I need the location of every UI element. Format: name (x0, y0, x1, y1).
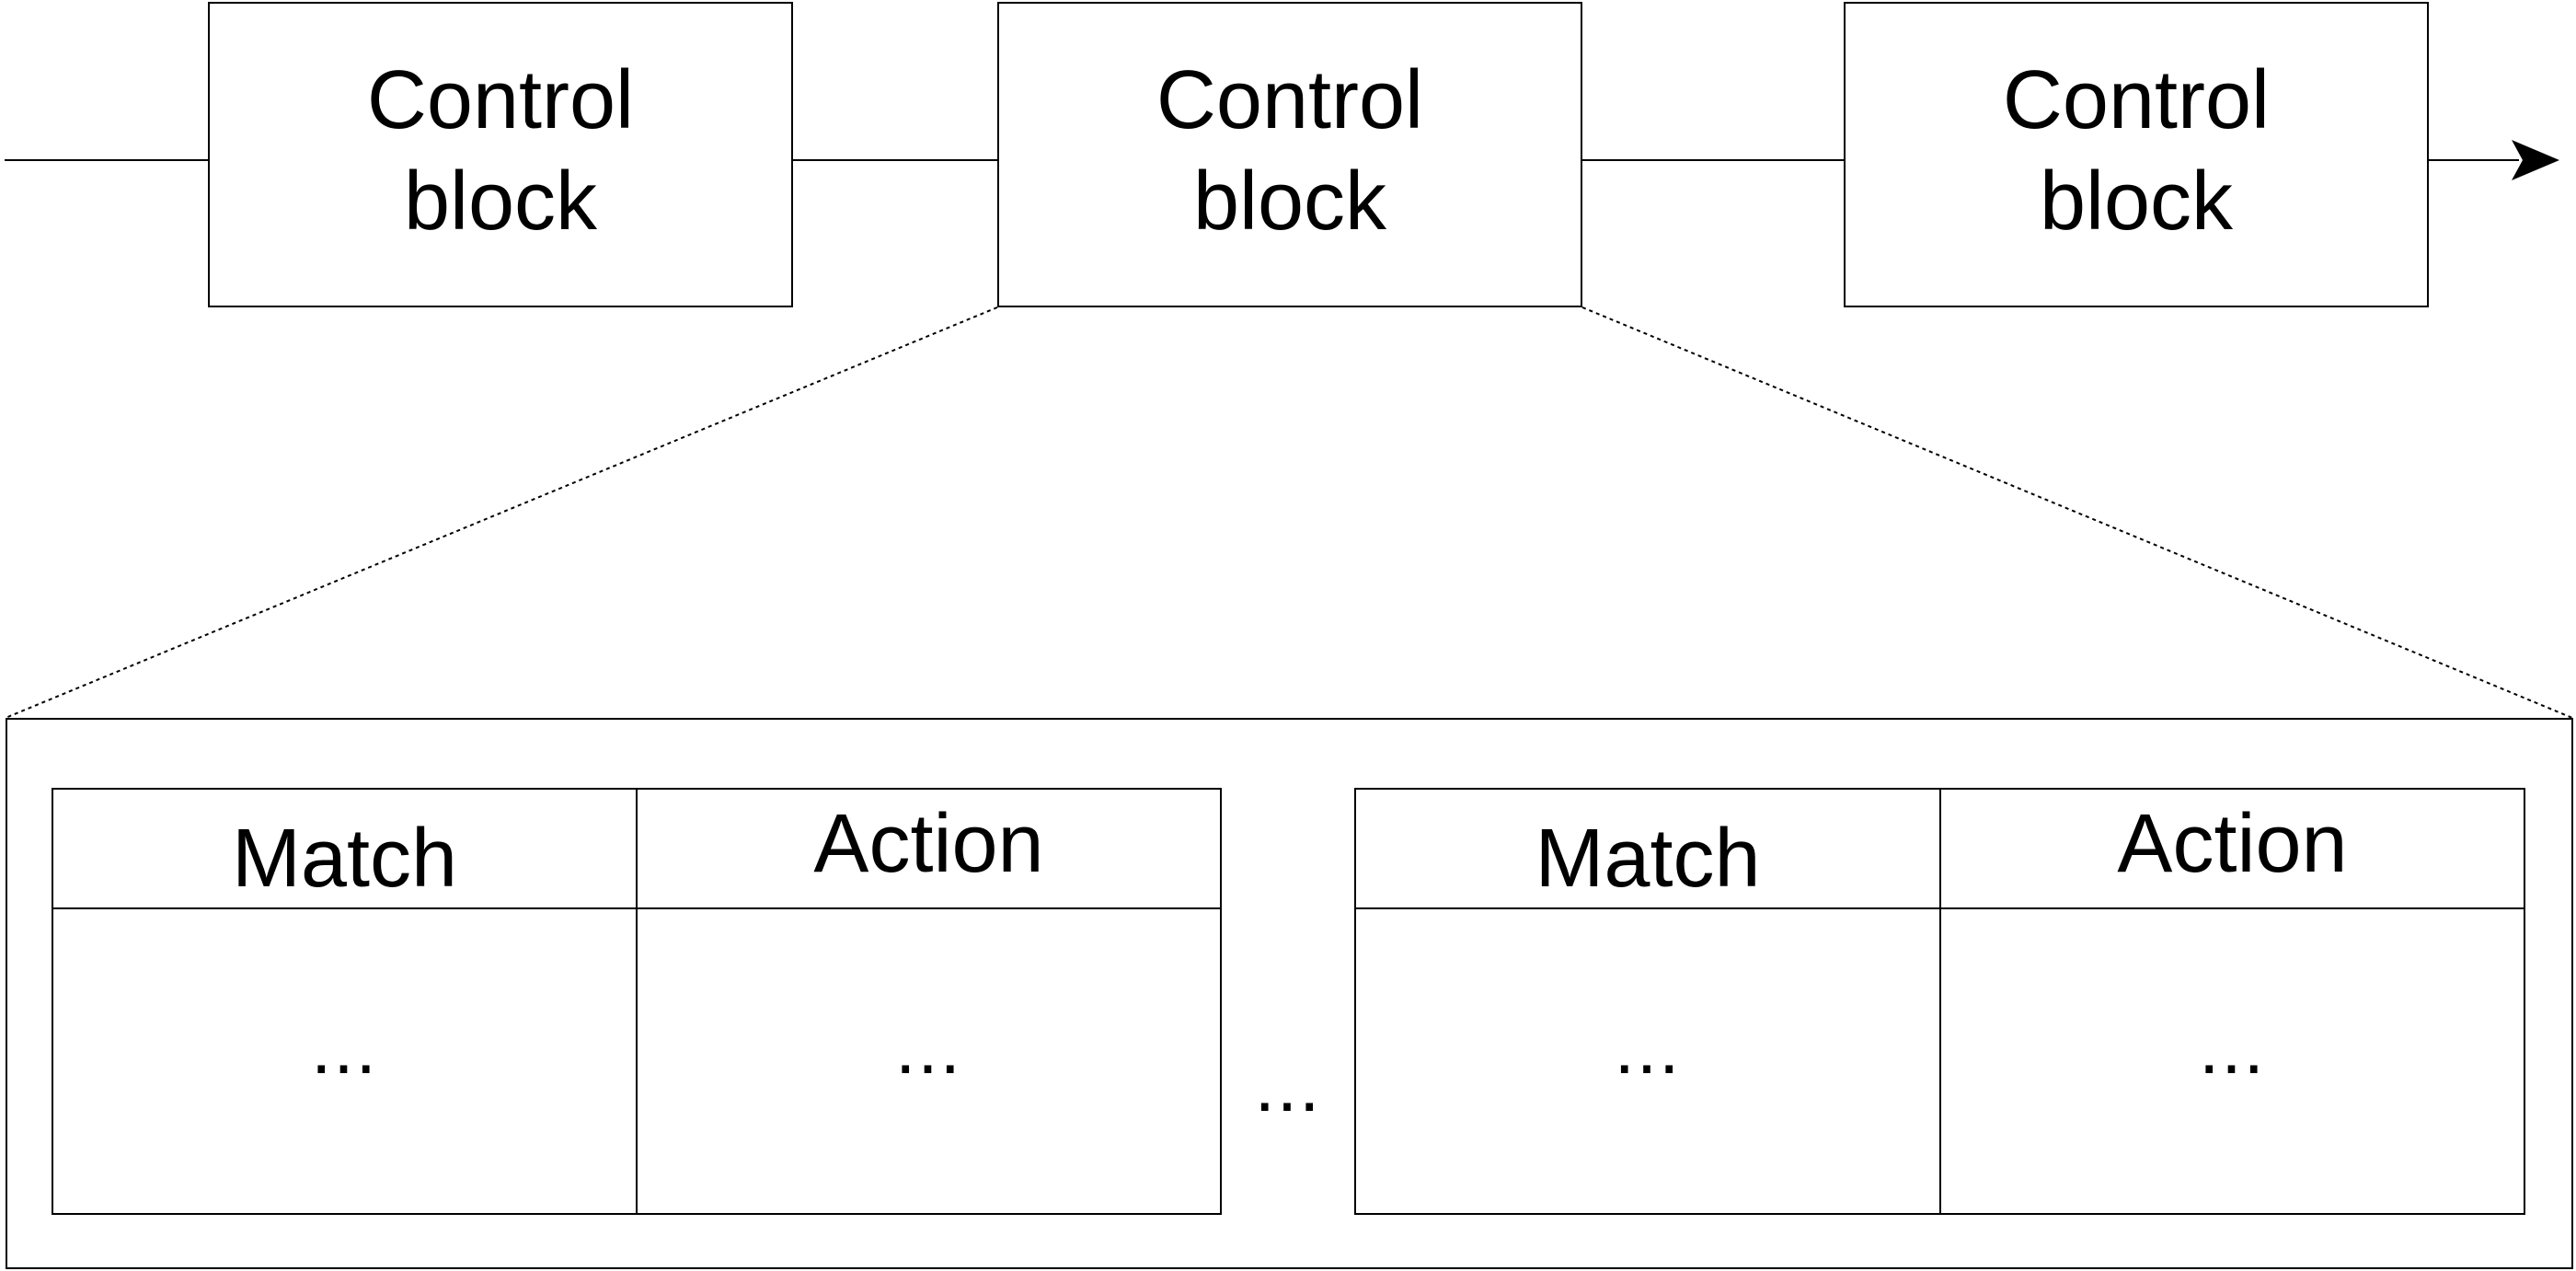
table-2-action-body: ... (1939, 907, 2525, 1215)
table-1-match-header: Match (52, 788, 638, 909)
control-block-3-line1: Control (2002, 54, 2271, 146)
control-block-1-line2: block (403, 156, 598, 248)
table-1-action-body: ... (636, 907, 1222, 1215)
control-block-1-line1: Control (366, 54, 635, 146)
control-block-3-line2: block (2039, 156, 2234, 248)
control-block-1: Control block (208, 2, 793, 307)
table-2-action-header: Action (1939, 788, 2525, 909)
table-1-match-body: ... (52, 907, 638, 1215)
table-2-match-header: Match (1354, 788, 1941, 909)
control-block-2-line1: Control (1156, 54, 1424, 146)
table-2-match-body: ... (1354, 907, 1941, 1215)
control-block-2-line2: block (1192, 156, 1387, 248)
control-block-2: Control block (997, 2, 1582, 307)
zoom-line-right (1581, 306, 2573, 719)
control-block-3: Control block (1844, 2, 2429, 307)
expanded-control-block (6, 718, 2573, 1269)
zoom-line-left (5, 306, 998, 719)
table-1-action-header: Action (636, 788, 1222, 909)
between-tables-ellipsis: ... (1254, 1045, 1322, 1127)
output-arrowhead (2512, 140, 2559, 180)
